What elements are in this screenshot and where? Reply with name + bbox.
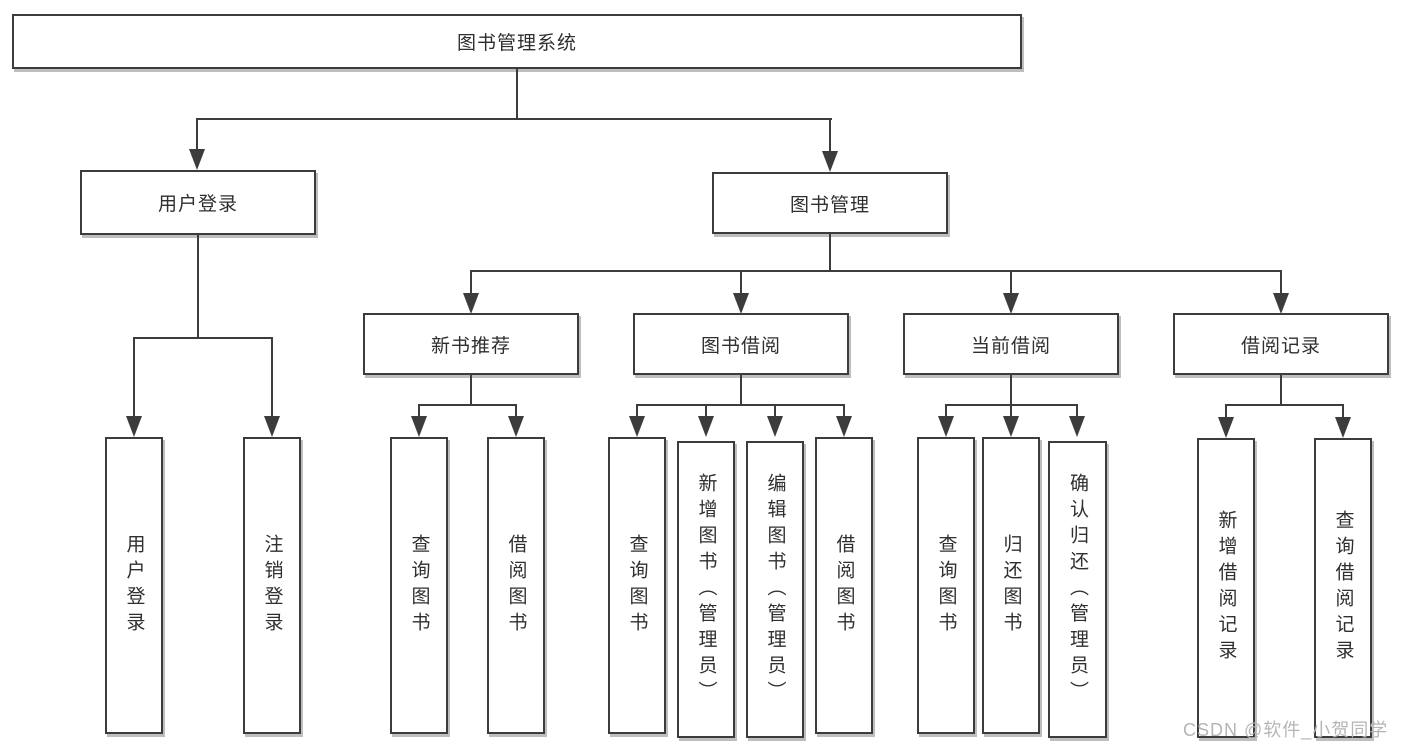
connector-line bbox=[829, 234, 831, 272]
leaf-cur-return-books-label: 归还图书 bbox=[1000, 533, 1022, 638]
leaf-logout: 注销登录 bbox=[243, 437, 301, 734]
leaf-cur-confirm-return-admin: 确认归还（管理员） bbox=[1048, 441, 1107, 738]
connector-line bbox=[829, 120, 831, 154]
leaf-cur-query-books: 查询图书 bbox=[917, 437, 975, 734]
connector-line bbox=[774, 406, 776, 418]
arrow-down-icon bbox=[1069, 416, 1085, 437]
leaf-bw-edit-books-admin-label: 编辑图书（管理员） bbox=[764, 472, 786, 707]
connector-line bbox=[705, 406, 707, 418]
leaf-nb-query-books-label: 查询图书 bbox=[408, 533, 430, 638]
node-borrow-records: 借阅记录 bbox=[1173, 313, 1389, 375]
arrow-down-icon bbox=[1218, 417, 1234, 438]
connector-line bbox=[133, 339, 135, 419]
connector-line bbox=[1010, 406, 1012, 418]
arrow-down-icon bbox=[189, 149, 205, 170]
leaf-cur-confirm-return-admin-label: 确认归还（管理员） bbox=[1067, 472, 1088, 707]
node-user-login-label: 用户登录 bbox=[157, 194, 238, 215]
arrow-down-icon bbox=[1335, 417, 1351, 438]
node-root-label: 图书管理系统 bbox=[456, 33, 577, 54]
connector-line bbox=[515, 406, 517, 418]
connector-line bbox=[470, 270, 1282, 272]
node-new-book-recommend: 新书推荐 bbox=[363, 313, 579, 375]
connector-line bbox=[1076, 406, 1078, 418]
leaf-logout-label: 注销登录 bbox=[261, 533, 283, 638]
leaf-user-login: 用户登录 bbox=[105, 437, 163, 734]
leaf-bw-borrow-books-label: 借阅图书 bbox=[833, 533, 855, 638]
connector-line bbox=[1280, 272, 1282, 294]
leaf-bw-add-books-admin: 新增图书（管理员） bbox=[677, 441, 735, 738]
connector-line bbox=[945, 404, 1078, 406]
arrow-down-icon bbox=[822, 151, 838, 172]
connector-line bbox=[196, 118, 832, 120]
connector-line bbox=[470, 272, 472, 294]
node-current-borrow-label: 当前借阅 bbox=[970, 335, 1051, 357]
leaf-bw-add-books-admin-label: 新增图书（管理员） bbox=[695, 472, 717, 707]
arrow-down-icon bbox=[411, 416, 427, 437]
node-book-borrow: 图书借阅 bbox=[633, 313, 849, 375]
node-book-borrow-label: 图书借阅 bbox=[700, 335, 781, 357]
connector-line bbox=[636, 406, 638, 418]
arrow-down-icon bbox=[264, 416, 280, 437]
leaf-rec-add-record: 新增借阅记录 bbox=[1197, 438, 1255, 738]
node-book-management: 图书管理 bbox=[712, 172, 948, 234]
arrow-down-icon bbox=[938, 416, 954, 437]
connector-line bbox=[636, 404, 845, 406]
leaf-cur-return-books: 归还图书 bbox=[982, 437, 1040, 734]
arrow-down-icon bbox=[1003, 416, 1019, 437]
arrow-down-icon bbox=[126, 416, 142, 437]
leaf-nb-borrow-books-label: 借阅图书 bbox=[505, 533, 527, 638]
connector-line bbox=[470, 375, 472, 406]
arrow-down-icon bbox=[767, 416, 783, 437]
leaf-bw-borrow-books: 借阅图书 bbox=[815, 437, 873, 734]
leaf-rec-query-record-label: 查询借阅记录 bbox=[1332, 510, 1354, 666]
leaf-rec-add-record-label: 新增借阅记录 bbox=[1215, 510, 1237, 666]
connector-line bbox=[740, 375, 742, 406]
connector-line bbox=[418, 404, 517, 406]
arrow-down-icon bbox=[1273, 293, 1289, 314]
connector-line bbox=[1342, 406, 1344, 418]
leaf-nb-query-books: 查询图书 bbox=[390, 437, 448, 734]
node-borrow-records-label: 借阅记录 bbox=[1240, 335, 1321, 357]
connector-line bbox=[1225, 404, 1344, 406]
node-book-management-label: 图书管理 bbox=[789, 194, 870, 216]
connector-line bbox=[133, 337, 273, 339]
connector-line bbox=[1225, 406, 1227, 418]
connector-line bbox=[418, 406, 420, 418]
connector-line bbox=[271, 339, 273, 419]
connector-line bbox=[1010, 375, 1012, 406]
arrow-down-icon bbox=[629, 416, 645, 437]
leaf-cur-query-books-label: 查询图书 bbox=[935, 533, 957, 638]
leaf-bw-edit-books-admin: 编辑图书（管理员） bbox=[746, 441, 804, 738]
connector-line bbox=[516, 68, 518, 120]
connector-line bbox=[843, 406, 845, 418]
arrow-down-icon bbox=[836, 416, 852, 437]
connector-line bbox=[945, 406, 947, 418]
leaf-nb-borrow-books: 借阅图书 bbox=[487, 437, 545, 734]
node-current-borrow: 当前借阅 bbox=[903, 313, 1119, 375]
node-root: 图书管理系统 bbox=[12, 14, 1022, 69]
connector-line bbox=[740, 272, 742, 294]
leaf-rec-query-record: 查询借阅记录 bbox=[1314, 438, 1372, 738]
connector-line bbox=[1010, 272, 1012, 294]
leaf-bw-query-books-label: 查询图书 bbox=[626, 533, 648, 638]
arrow-down-icon bbox=[463, 293, 479, 314]
arrow-down-icon bbox=[698, 416, 714, 437]
arrow-down-icon bbox=[1003, 293, 1019, 314]
connector-line bbox=[1280, 375, 1282, 406]
csdn-watermark: CSDN @软件_小贺同学 bbox=[1183, 720, 1389, 740]
connector-line bbox=[196, 120, 198, 152]
arrow-down-icon bbox=[508, 416, 524, 437]
leaf-user-login-label: 用户登录 bbox=[123, 533, 145, 638]
node-user-login: 用户登录 bbox=[80, 170, 316, 235]
arrow-down-icon bbox=[733, 293, 749, 314]
connector-line bbox=[197, 235, 199, 339]
leaf-bw-query-books: 查询图书 bbox=[608, 437, 666, 734]
node-new-book-recommend-label: 新书推荐 bbox=[430, 335, 511, 357]
